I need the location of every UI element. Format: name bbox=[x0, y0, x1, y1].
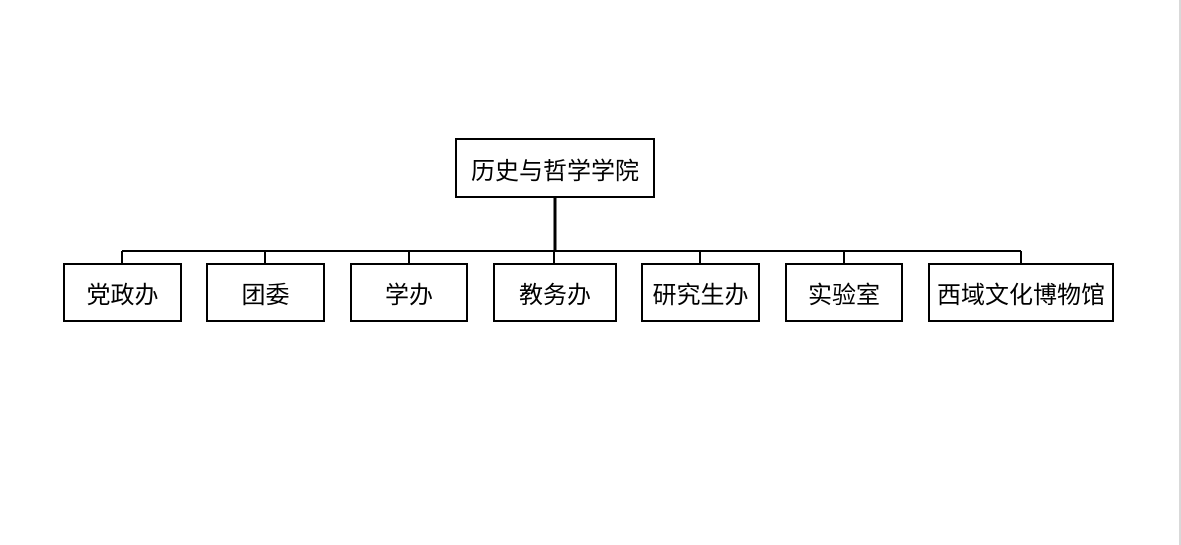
child-node-5[interactable]: 研究生办 bbox=[641, 263, 760, 322]
child-node-4[interactable]: 教务办 bbox=[493, 263, 617, 322]
root-node[interactable]: 历史与哲学学院 bbox=[455, 138, 655, 198]
page-right-edge bbox=[1179, 0, 1181, 545]
child-node-2[interactable]: 团委 bbox=[206, 263, 325, 322]
child-node-6[interactable]: 实验室 bbox=[785, 263, 903, 322]
child-node-label-7: 西域文化博物馆 bbox=[937, 281, 1105, 309]
child-node-label-6: 实验室 bbox=[808, 281, 880, 309]
child-node-label-5: 研究生办 bbox=[652, 281, 749, 309]
child-node-3[interactable]: 学办 bbox=[350, 263, 468, 322]
child-node-label-2: 团委 bbox=[241, 281, 290, 309]
child-node-label-3: 学办 bbox=[385, 281, 433, 309]
root-node-label: 历史与哲学学院 bbox=[471, 156, 639, 185]
child-node-label-1: 党政办 bbox=[86, 281, 159, 309]
child-node-7[interactable]: 西域文化博物馆 bbox=[928, 263, 1114, 322]
child-node-label-4: 教务办 bbox=[519, 281, 591, 309]
child-node-1[interactable]: 党政办 bbox=[63, 263, 182, 322]
